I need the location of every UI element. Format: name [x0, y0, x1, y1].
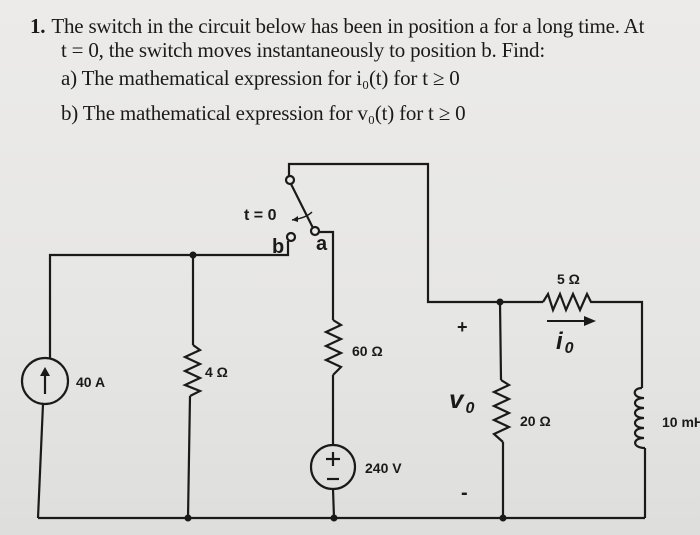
arrow-up-icon — [40, 367, 50, 376]
wires — [36, 162, 647, 520]
voltage-source-label: 240 V — [365, 460, 402, 476]
current-source-label: 40 A — [76, 374, 105, 390]
part-b: b) The mathematical expression for v₀(t)… — [61, 101, 466, 125]
problem-line-2: t = 0, the switch moves instantaneously … — [61, 38, 545, 62]
problem-statement: 1.The switch in the circuit below has be… — [30, 14, 644, 125]
resistor-60ohm-label: 60 Ω — [352, 343, 383, 359]
resistor-5ohm-label: 5 Ω — [557, 271, 580, 287]
inductor — [633, 386, 646, 450]
switch — [284, 174, 321, 243]
junction-nodes — [184, 251, 507, 522]
voltage-minus-sign: - — [461, 482, 468, 504]
resistor-20ohm — [491, 379, 512, 443]
voltage-plus-sign: + — [457, 317, 468, 337]
resistor-20ohm-label: 20 Ω — [520, 413, 551, 429]
resistor-4ohm — [182, 344, 203, 397]
switch-pos-b-label: b — [272, 236, 284, 258]
resistor-60ohm — [323, 319, 344, 376]
problem-text-1: The switch in the circuit below has been… — [51, 14, 645, 38]
resistor-4ohm-label: 4 Ω — [205, 364, 228, 380]
voltage-source — [309, 443, 357, 491]
resistor-5ohm — [542, 291, 595, 314]
inductor-label: 10 mH — [662, 414, 700, 430]
switch-time-label: t = 0 — [244, 207, 277, 224]
arrow-right-icon — [584, 316, 596, 326]
current-source — [20, 356, 70, 406]
problem-line-1: 1.The switch in the circuit below has be… — [30, 14, 644, 38]
part-a: a) The mathematical expression for i₀(t)… — [61, 66, 460, 90]
switch-pos-a-label: a — [316, 233, 328, 255]
problem-number: 1. — [30, 14, 46, 38]
